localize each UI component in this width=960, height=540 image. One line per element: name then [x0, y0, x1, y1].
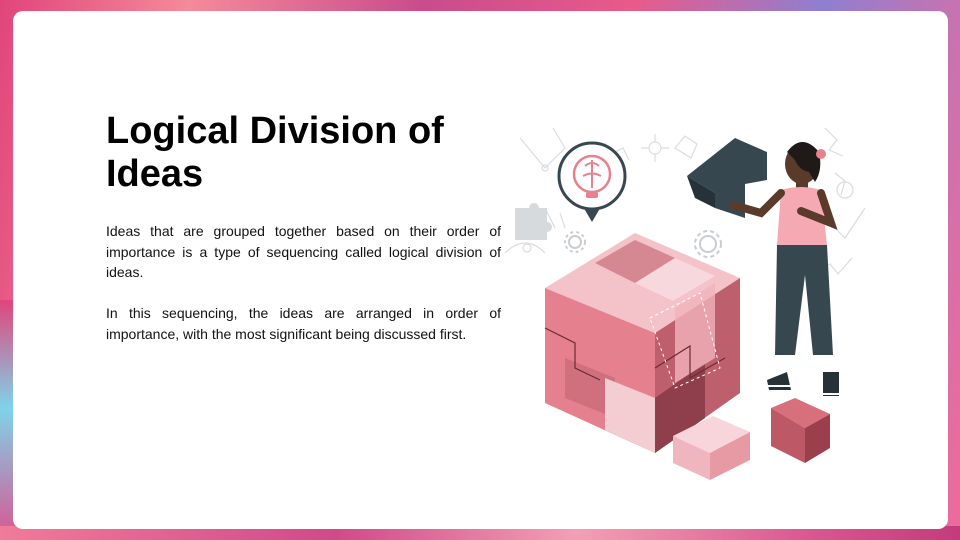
brain-lightbulb-icon: [557, 141, 627, 222]
puzzle-cube: [544, 233, 740, 453]
puzzle-piece-icon: [515, 203, 552, 240]
loose-puzzle-piece: [771, 398, 830, 463]
body-paragraph-2: In this sequencing, the ideas are arrang…: [106, 305, 501, 342]
slide-title: Logical Division of Ideas: [106, 110, 444, 195]
gear-icon: [564, 230, 722, 258]
loose-puzzle-piece: [673, 416, 750, 480]
woman-holding-puzzle-piece-icon: [687, 138, 839, 396]
body-paragraph-1: Ideas that are grouped together based on…: [106, 223, 501, 280]
background-accent-bottom: [0, 526, 960, 540]
puzzle-illustration: [505, 127, 866, 480]
